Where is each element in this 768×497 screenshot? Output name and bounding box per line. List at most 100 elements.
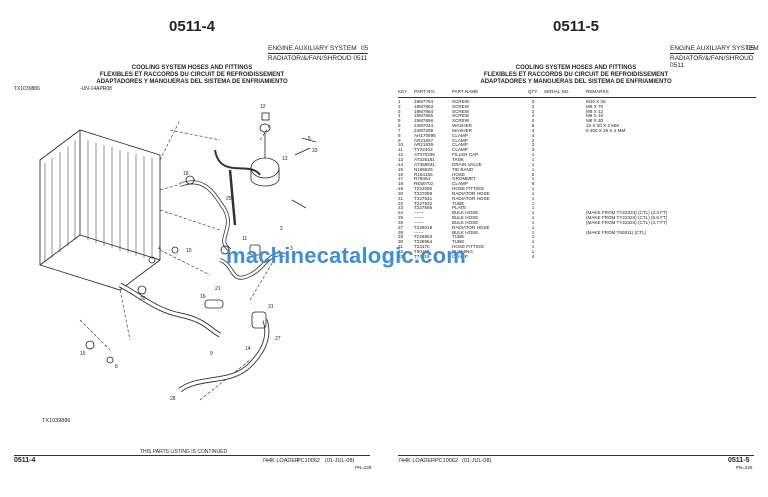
cell-key: 3 [398, 108, 401, 114]
footer-page-number: 0511-4 [14, 457, 36, 464]
cell-remarks: M8 X 70 [586, 103, 604, 109]
cell-qty: 1 [531, 215, 535, 221]
cell-qty: 3 [531, 147, 535, 153]
cell-key: 30 [398, 239, 404, 245]
cell-part-name: SCREW [452, 113, 470, 119]
page-number-top: 0511-5 [553, 18, 599, 35]
cell-qty: 1 [531, 219, 535, 225]
svg-text:10: 10 [186, 248, 192, 254]
cell-part-no: T227089 [414, 190, 433, 196]
footer-model: 744K LOADER [398, 458, 435, 464]
cell-part-no: T228954 [414, 239, 433, 245]
cell-part-name: CLAMP [452, 137, 468, 143]
cell-part-name: WASHER [452, 127, 472, 133]
cell-part-no: ------ [414, 219, 424, 225]
cell-key: 33 [398, 253, 404, 259]
svg-text:14: 14 [245, 346, 251, 352]
col-remarks: REMARKS [586, 89, 609, 94]
cell-part-no: ------ [414, 210, 424, 216]
col-part-name: PART NAME [452, 89, 479, 94]
col-key: KEY [398, 89, 408, 94]
svg-text:15: 15 [80, 351, 86, 357]
cell-part-no: ------ [414, 215, 424, 221]
cell-part-name: HOSE FITTING [452, 244, 485, 250]
cell-qty: 2 [531, 142, 535, 148]
cell-remarks: (MAKE FROM T60811) (CTL) [586, 229, 647, 235]
footer-date: (01-JUL-08) [325, 458, 355, 464]
parts-table: KEY PART NO. PART NAME QTY. SERIAL NO. R… [398, 89, 756, 260]
subtitle: RADIATOR/&/FAN/SHROUD 0511 [670, 55, 754, 69]
cell-part-no: 19M7864 [414, 108, 434, 114]
cell-part-no: T227532 [414, 200, 433, 206]
cell-key: 12 [398, 152, 404, 158]
subtitle: RADIATOR/&/FAN/SHROUD 0511 [268, 55, 368, 62]
cell-qty: 1 [531, 229, 535, 235]
header-rule [670, 53, 754, 54]
cell-qty: 1 [531, 161, 535, 167]
heading-fr: FLEXIBLES ET RACCORDS DU CIRCUIT DE REFR… [99, 72, 285, 78]
system-name: ENGINE AUXILIARY SYSTEM [268, 45, 357, 52]
cell-qty: 6 [531, 181, 535, 187]
cell-qty: 2 [531, 103, 535, 109]
cell-key: 32 [398, 249, 404, 254]
system-name: ENGINE AUXILIARY SYSTEM [670, 45, 759, 52]
footer-rule [14, 455, 370, 456]
cell-key: 16 [398, 171, 404, 177]
cell-key: 31 [398, 244, 404, 250]
cell-qty: 1 [531, 224, 535, 230]
cell-qty: 2 [531, 137, 535, 143]
col-qty: QTY. [527, 89, 539, 94]
cell-key: 27 [398, 224, 404, 230]
cell-part-name: CLAMP [452, 253, 468, 259]
svg-text:20: 20 [140, 296, 146, 302]
cell-qty: 2 [531, 108, 535, 114]
cell-qty: 1 [531, 205, 535, 211]
svg-text:3: 3 [290, 246, 293, 252]
cell-part-name: HOSE [452, 171, 466, 177]
cell-part-no: AT358831 [414, 161, 435, 167]
cell-part-no: T227531 [414, 195, 433, 201]
cell-qty: 1 [531, 210, 535, 216]
cell-remarks [586, 255, 756, 260]
cell-part-name: TUBE [452, 234, 465, 240]
col-serial: SERIAL NO. [544, 89, 570, 94]
cell-key: 21 [398, 195, 404, 201]
cell-part-name: WASHER [452, 123, 472, 129]
cell-remarks: (MAKE FROM TY22324) (CTL) (3.7 FT) [586, 219, 668, 225]
cell-serial [544, 255, 586, 260]
cell-key: 24 [398, 210, 404, 216]
cell-part-no: AT370335 [414, 152, 435, 158]
cell-key: 1 [398, 98, 401, 104]
cell-part-no: N185825 [414, 166, 433, 172]
cell-qty: 1 [531, 186, 535, 192]
cell-qty: 1 [531, 239, 535, 245]
heading-en: COOLING SYSTEM HOSES AND FITTINGS [515, 65, 637, 71]
illustration-date: -UN-14APR08 [80, 86, 112, 92]
cell-remarks: 8.400 X 25 X 2 MM [586, 127, 626, 133]
header-rule [268, 53, 368, 54]
cell-qty: 1 [531, 234, 535, 240]
cell-qty: 4 [531, 253, 535, 259]
section-number: 05 [361, 45, 369, 52]
cell-key: 28 [398, 229, 404, 235]
cell-key: 25 [398, 215, 404, 221]
cell-part-no: AT326151 [414, 156, 435, 162]
cell-key: 19 [398, 186, 404, 192]
cell-part-name: TIE BAND [452, 166, 474, 172]
cell-part-no: AH170895 [414, 132, 436, 138]
footer-catalog: PC10062 [297, 458, 320, 464]
cell-key: 18 [398, 181, 404, 187]
cell-part-name: PLATE [452, 205, 467, 211]
